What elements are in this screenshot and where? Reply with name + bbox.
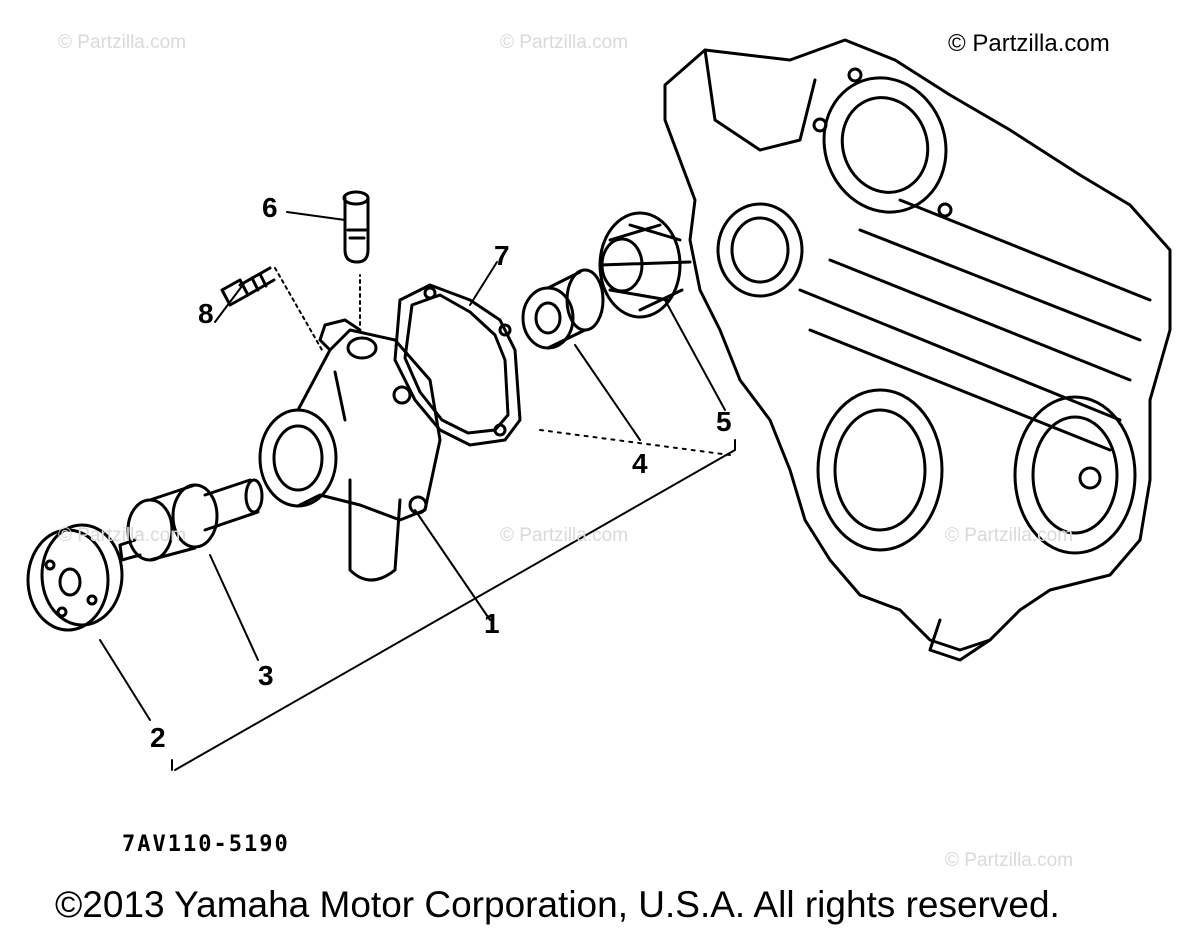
watermark: © Partzilla.com [500, 525, 629, 546]
bolt-part [220, 266, 276, 307]
shaft-bearing-part [118, 478, 264, 562]
callout-5[interactable]: 5 [716, 406, 732, 437]
diagram-code: 7AV110-5190 [122, 832, 290, 857]
impeller-part [598, 211, 692, 319]
callout-1[interactable]: 1 [484, 608, 500, 639]
watermark: © Partzilla.com [58, 525, 187, 546]
callout-8[interactable]: 8 [198, 298, 214, 329]
callout-4[interactable]: 4 [632, 448, 648, 479]
pulley-flange-part [26, 523, 124, 632]
callout-2[interactable]: 2 [150, 722, 166, 753]
callout-7[interactable]: 7 [494, 240, 510, 271]
watermark: © Partzilla.com [945, 850, 1074, 871]
engine-block-illustration [663, 38, 1172, 662]
fitting-part [342, 190, 370, 264]
gasket-part [393, 283, 522, 447]
watermark: © Partzilla.com [58, 32, 187, 53]
watermark-top-right: © Partzilla.com [948, 30, 1110, 57]
pump-housing-part [258, 318, 442, 582]
copyright-notice: ©2013 Yamaha Motor Corporation, U.S.A. A… [55, 884, 1060, 925]
callout-3[interactable]: 3 [258, 660, 274, 691]
watermark: © Partzilla.com [500, 32, 629, 53]
watermark: © Partzilla.com [945, 525, 1074, 546]
mechanical-seal-part [521, 268, 605, 350]
callout-6[interactable]: 6 [262, 192, 278, 223]
leader-lines [99, 211, 736, 771]
